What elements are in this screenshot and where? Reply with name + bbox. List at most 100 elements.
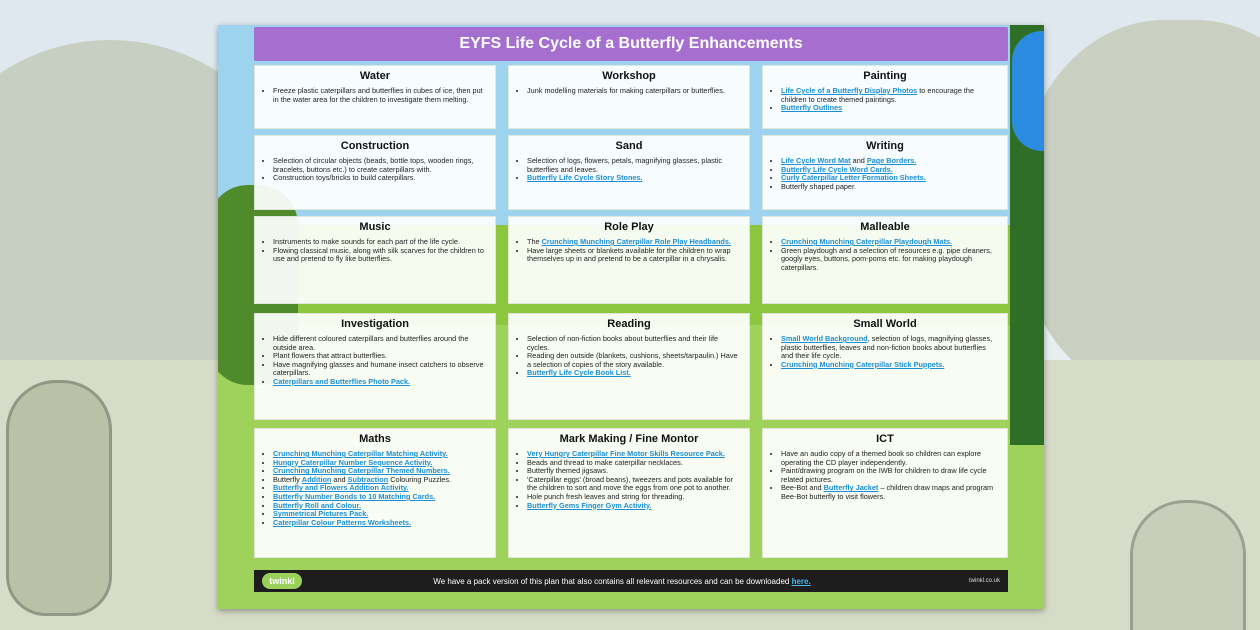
twinkl-logo: twinkl bbox=[260, 570, 304, 592]
link-themed-numbers[interactable]: Crunching Munching Caterpillar Themed Nu… bbox=[273, 466, 450, 476]
link-colour-patterns[interactable]: Caterpillar Colour Patterns Worksheets. bbox=[273, 517, 412, 527]
list-item: Butterfly Life Cycle Word Cards. bbox=[781, 164, 999, 175]
list-item: The Crunching Munching Caterpillar Role … bbox=[527, 237, 741, 247]
list-item: Have magnifying glasses and humane insec… bbox=[273, 360, 487, 378]
link-story-stones[interactable]: Butterfly Life Cycle Story Stones. bbox=[527, 173, 643, 183]
list-item-text: to encourage the children to create them… bbox=[781, 86, 975, 104]
butterfly-wing-illustration bbox=[1012, 31, 1044, 151]
background-hill-right bbox=[1020, 20, 1260, 400]
list-item: Green playdough and a selection of resou… bbox=[781, 246, 999, 273]
link-number-sequence[interactable]: Hungry Caterpillar Number Sequence Activ… bbox=[273, 457, 433, 467]
list-item: Selection of logs, flowers, petals, magn… bbox=[527, 156, 741, 174]
list-item: Caterpillars and Butterflies Photo Pack. bbox=[273, 376, 487, 387]
list-item: Butterfly Outlines bbox=[781, 103, 999, 113]
list-item: Butterfly and Flowers Addition Activity. bbox=[273, 484, 487, 493]
site-url: twinkl.co.uk bbox=[968, 578, 1000, 584]
link-word-cards[interactable]: Butterfly Life Cycle Word Cards. bbox=[781, 164, 893, 174]
link-fine-motor-pack[interactable]: Very Hungry Caterpillar Fine Motor Skill… bbox=[527, 449, 725, 458]
list-item-text: , selection of logs, magnifying glasses,… bbox=[781, 334, 993, 361]
list-item: Very Hungry Caterpillar Fine Motor Skill… bbox=[527, 449, 741, 459]
card-construction: Construction Selection of circular objec… bbox=[254, 135, 496, 210]
card-ict: ICT Have an audio copy of a themed book … bbox=[762, 428, 1008, 558]
link-finger-gym[interactable]: Butterfly Gems Finger Gym Activity. bbox=[527, 500, 652, 510]
list-item: Selection of non-fiction books about but… bbox=[527, 334, 741, 352]
list-item-text: The bbox=[527, 237, 542, 246]
card-heading: Role Play bbox=[604, 221, 654, 233]
link-subtraction[interactable]: Subtraction bbox=[347, 474, 389, 484]
list-item: Paint/drawing program on the IWB for chi… bbox=[781, 466, 999, 484]
link-butterfly-jacket[interactable]: Butterfly Jacket bbox=[823, 483, 879, 493]
card-maths: Maths Crunching Munching Caterpillar Mat… bbox=[254, 428, 496, 558]
list-item: Plant flowers that attract butterflies. bbox=[273, 352, 487, 361]
link-stick-puppets[interactable]: Crunching Munching Caterpillar Stick Pup… bbox=[781, 359, 945, 369]
list-item: Hide different coloured caterpillars and… bbox=[273, 334, 487, 352]
link-letter-formation[interactable]: Curly Caterpillar Letter Formation Sheet… bbox=[781, 173, 926, 183]
list-item: Butterfly Roll and Colour. bbox=[273, 500, 487, 511]
list-item: Caterpillar Colour Patterns Worksheets. bbox=[273, 517, 487, 528]
card-heading: Mark Making / Fine Montor bbox=[559, 433, 699, 445]
list-item: Life Cycle Word Mat and Page Borders. bbox=[781, 156, 999, 166]
card-painting: Painting Life Cycle of a Butterfly Displ… bbox=[762, 65, 1008, 129]
list-item: Have large sheets or blankets available … bbox=[527, 246, 741, 264]
list-item-text: Butterfly bbox=[273, 474, 302, 484]
logo-text: twinkl bbox=[262, 573, 302, 589]
list-item: Hungry Caterpillar Number Sequence Activ… bbox=[273, 457, 487, 468]
list-item-text: – children draw maps and program Bee-Bot… bbox=[781, 483, 994, 501]
download-link[interactable]: here. bbox=[791, 576, 811, 586]
list-item-text: Colouring Puzzles. bbox=[388, 474, 452, 484]
card-heading: Writing bbox=[866, 140, 904, 152]
link-matching-activity[interactable]: Crunching Munching Caterpillar Matching … bbox=[273, 449, 448, 458]
list-item: Crunching Munching Caterpillar Matching … bbox=[273, 449, 487, 459]
link-addition[interactable]: Addition bbox=[301, 474, 332, 484]
card-heading: Workshop bbox=[602, 70, 656, 82]
link-photo-pack[interactable]: Caterpillars and Butterflies Photo Pack. bbox=[273, 376, 411, 386]
card-reading: Reading Selection of non-fiction books a… bbox=[508, 313, 750, 420]
card-water: Water Freeze plastic caterpillars and bu… bbox=[254, 65, 496, 129]
list-item: Butterfly Gems Finger Gym Activity. bbox=[527, 500, 741, 511]
list-item: Butterfly Number Bonds to 10 Matching Ca… bbox=[273, 491, 487, 502]
list-item: Reading den outside (blankets, cushions,… bbox=[527, 351, 741, 369]
link-role-play-headbands[interactable]: Crunching Munching Caterpillar Role Play… bbox=[541, 237, 731, 246]
card-mark-making: Mark Making / Fine Montor Very Hungry Ca… bbox=[508, 428, 750, 558]
list-item-text: Bee-Bot and bbox=[781, 483, 824, 493]
list-item: Freeze plastic caterpillars and butterfl… bbox=[273, 86, 487, 104]
list-item: Curly Caterpillar Letter Formation Sheet… bbox=[781, 173, 999, 183]
list-item: Butterfly shaped paper. bbox=[781, 182, 999, 192]
poster-title: EYFS Life Cycle of a Butterfly Enhanceme… bbox=[254, 27, 1008, 61]
card-workshop: Workshop Junk modelling materials for ma… bbox=[508, 65, 750, 129]
list-item: Symmetrical Pictures Pack. bbox=[273, 509, 487, 519]
card-sand: Sand Selection of logs, flowers, petals,… bbox=[508, 135, 750, 210]
link-flowers-addition[interactable]: Butterfly and Flowers Addition Activity. bbox=[273, 483, 409, 493]
card-music: Music Instruments to make sounds for eac… bbox=[254, 216, 496, 304]
card-heading: Music bbox=[359, 221, 391, 233]
footer-message: We have a pack version of this plan that… bbox=[304, 577, 940, 586]
list-item: Butterfly Addition and Subtraction Colou… bbox=[273, 474, 487, 485]
bunny-illustration bbox=[1130, 500, 1246, 630]
card-heading: Construction bbox=[340, 140, 410, 152]
list-item: Crunching Munching Caterpillar Stick Pup… bbox=[781, 359, 999, 370]
link-page-borders[interactable]: Page Borders. bbox=[866, 156, 917, 165]
link-symmetrical-pictures[interactable]: Symmetrical Pictures Pack. bbox=[273, 509, 369, 519]
footer-bar: twinkl We have a pack version of this pl… bbox=[254, 570, 1008, 592]
card-writing: Writing Life Cycle Word Mat and Page Bor… bbox=[762, 135, 1008, 210]
link-roll-and-colour[interactable]: Butterfly Roll and Colour. bbox=[273, 500, 361, 510]
list-item: Butterfly Life Cycle Book List. bbox=[527, 369, 741, 378]
list-item: Butterfly themed jigsaws. bbox=[527, 467, 741, 476]
list-item: Crunching Munching Caterpillar Playdough… bbox=[781, 237, 999, 247]
list-item: Have an audio copy of a themed book so c… bbox=[781, 449, 999, 467]
list-item: Hole punch fresh leaves and string for t… bbox=[527, 492, 741, 502]
card-investigation: Investigation Hide different coloured ca… bbox=[254, 313, 496, 420]
link-word-mat[interactable]: Life Cycle Word Mat bbox=[781, 156, 851, 165]
link-small-world-background[interactable]: Small World Background bbox=[781, 334, 868, 343]
link-number-bonds[interactable]: Butterfly Number Bonds to 10 Matching Ca… bbox=[273, 491, 436, 501]
list-item: Selection of circular objects (beads, bo… bbox=[273, 156, 487, 174]
link-playdough-mats[interactable]: Crunching Munching Caterpillar Playdough… bbox=[781, 237, 953, 246]
card-heading: Sand bbox=[615, 140, 643, 152]
link-book-list[interactable]: Butterfly Life Cycle Book List. bbox=[527, 368, 631, 378]
poster: EYFS Life Cycle of a Butterfly Enhanceme… bbox=[218, 25, 1044, 609]
chrysalis-illustration bbox=[6, 380, 112, 616]
card-heading: Reading bbox=[607, 318, 651, 330]
link-display-photos[interactable]: Life Cycle of a Butterfly Display Photos bbox=[781, 86, 918, 95]
list-item: Junk modelling materials for making cate… bbox=[527, 86, 741, 96]
link-butterfly-outlines[interactable]: Butterfly Outlines bbox=[781, 103, 843, 113]
